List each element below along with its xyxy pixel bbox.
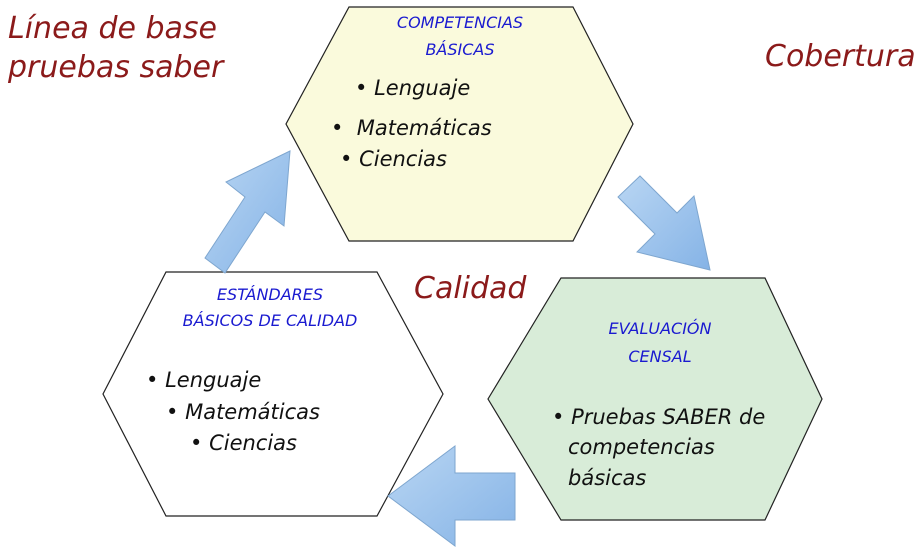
estandares-item-label: Matemáticas	[185, 400, 320, 424]
hexagon-evaluacion	[487, 277, 823, 521]
competencias-item-label: Ciencias	[359, 147, 447, 171]
competencias-title-line2: BÁSICAS	[425, 40, 495, 59]
bullet-mark: •	[355, 76, 368, 100]
arrow-up-right	[204, 150, 291, 274]
arrow-down-right	[617, 175, 711, 271]
baseline-label-line2: pruebas saber	[8, 50, 224, 85]
evaluacion-item-line2: competencias	[568, 435, 715, 459]
arrow-left	[387, 445, 516, 547]
competencias-item: • Matemáticas	[331, 115, 492, 141]
evaluacion-item-text: Pruebas SABER de	[571, 405, 766, 429]
estandares-title-line1: ESTÁNDARES	[216, 285, 324, 304]
evaluacion-title-line2: CENSAL	[628, 347, 692, 366]
bullet-mark: •	[146, 368, 159, 392]
evaluacion-item-line1: • Pruebas SABER de	[552, 404, 765, 430]
bullet-mark: •	[166, 400, 179, 424]
coverage-label: Cobertura	[765, 39, 916, 74]
estandares-item-label: Lenguaje	[165, 368, 262, 392]
competencias-item: • Ciencias	[340, 146, 447, 172]
estandares-title-line2: BÁSICOS DE CALIDAD	[182, 311, 358, 330]
competencias-item-label: Lenguaje	[374, 76, 471, 100]
estandares-item: • Ciencias	[190, 430, 297, 456]
bullet-mark: •	[190, 431, 203, 455]
evaluacion-item-line3: básicas	[568, 466, 647, 490]
estandares-item-label: Ciencias	[209, 431, 297, 455]
bullet-mark: •	[331, 116, 344, 140]
bullet-mark: •	[552, 405, 565, 429]
quality-label: Calidad	[414, 271, 527, 306]
competencias-title-line1: COMPETENCIAS	[396, 13, 524, 32]
competencias-item: • Lenguaje	[355, 75, 470, 101]
estandares-item: • Matemáticas	[166, 399, 320, 425]
competencias-item-label: Matemáticas	[356, 116, 492, 140]
estandares-item: • Lenguaje	[146, 367, 261, 393]
bullet-mark: •	[340, 147, 353, 171]
evaluacion-title-line1: EVALUACIÓN	[608, 319, 712, 338]
hexagon-estandares	[102, 271, 444, 517]
hexagon-competencias	[285, 6, 634, 242]
baseline-label-line1: Línea de base	[8, 11, 217, 46]
